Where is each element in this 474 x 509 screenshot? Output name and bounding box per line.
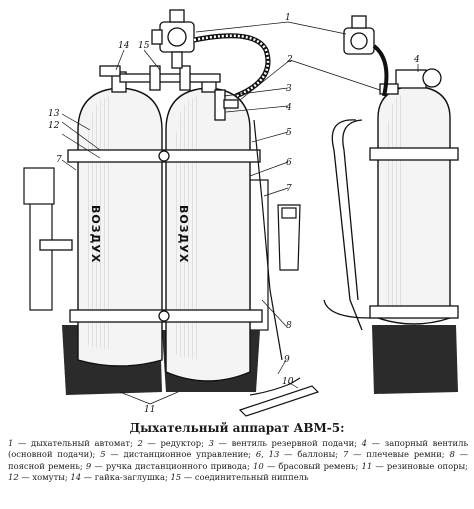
breathing-automat-left (151, 9, 195, 69)
legend-item-text: — баллоны; (279, 449, 343, 460)
legend-item-text: — резиновые опоры; (372, 460, 468, 471)
callout-8: 8 (286, 321, 292, 331)
legend-item: 8 — поясной ремень; (8, 449, 468, 470)
legend-item: 5 — дистанционное управление; (100, 449, 256, 459)
side-view-cylinder (377, 85, 451, 325)
side-view-clamps (369, 147, 459, 319)
hose-right (372, 44, 389, 97)
legend-item: 3 — вентиль резервной подачи; (209, 438, 362, 448)
legend-item: 12 — хомуты; (8, 472, 70, 482)
legend-item-number: 9 (85, 460, 92, 471)
legend-item-number: 4 (361, 438, 367, 448)
legend-item-text: — дыхательный автомат; (13, 438, 138, 448)
legend-item: 4 — запорный вентиль (основной подачи); (8, 438, 468, 459)
legend-item-text: — хомуты; (18, 472, 71, 483)
cylinder-6-right: ВОЗДУХ (165, 87, 251, 382)
legend-item-number: 3 (208, 438, 214, 448)
callout-11: 11 (144, 405, 155, 415)
legend-item-text: — ручка дистанционного привода; (91, 460, 253, 471)
callout-5: 5 (286, 128, 292, 138)
callout-13: 13 (48, 109, 60, 119)
legend-item-number: 15 (170, 472, 182, 483)
callout-3: 3 (286, 84, 292, 94)
callout-12: 12 (48, 121, 60, 131)
figure-title: Дыхательный аппарат АВМ-5: (129, 421, 345, 435)
legend-item: 11 — резиновые опоры; (362, 461, 468, 471)
tank-label-right: ВОЗДУХ (177, 205, 190, 263)
callout-7-left: 7 (56, 155, 62, 165)
legend-item: 2 — редуктор; (137, 438, 208, 448)
callout-14: 14 (118, 41, 130, 51)
side-view-valves (379, 68, 442, 95)
legend-item-text: — дистанционное управление; (105, 449, 256, 460)
legend-item-text: — запорный вентиль (основной подачи); (8, 438, 469, 460)
legend-item-number: 2 (137, 438, 143, 448)
tank-label-left: ВОЗДУХ (89, 205, 102, 263)
legend-item-number: 7 (342, 449, 349, 460)
callout-7: 7 (286, 184, 292, 194)
legend-item-text: — брасовый ремень; (263, 460, 362, 471)
legend-item: 14 — гайка-заглушка; (70, 472, 170, 482)
legend-item-number: 11 (361, 460, 373, 471)
legend-item-text: — плечевые ремни; (348, 449, 450, 460)
legend-item-text: — поясной ремень; (8, 449, 469, 471)
callout-1: 1 (285, 13, 291, 23)
valve-manifold (99, 65, 239, 121)
legend-item-number: 14 (70, 472, 82, 483)
breathing-apparatus-diagram: ВОЗДУХ ВОЗДУХ (23, 9, 459, 417)
callout-9: 9 (284, 355, 290, 365)
callout-15: 15 (138, 41, 150, 51)
callout-2: 2 (286, 55, 293, 65)
callout-4-side: 4 (413, 55, 420, 65)
figure-legend: 1 — дыхательный автомат; 2 — редуктор; 3… (8, 438, 468, 484)
callout-4: 4 (285, 103, 292, 113)
clamps (39, 149, 263, 323)
side-view-frame (323, 119, 371, 331)
legend-item-text: — вентиль резервной подачи; (213, 438, 362, 448)
legend-item-number: 10 (252, 460, 264, 471)
legend-item-text: — редуктор; (142, 438, 209, 448)
leader-lines (61, 21, 419, 405)
legend-item-text: — гайка-заглушка; (81, 472, 171, 483)
legend-item-number: 1 (8, 438, 14, 448)
cylinder-13-left: ВОЗДУХ (77, 87, 163, 367)
callout-6: 6 (286, 158, 292, 168)
remote-cable (238, 119, 320, 417)
legend-item-number: 12 (8, 472, 19, 483)
legend-item: 7 — плечевые ремни; (343, 449, 450, 459)
legend-item: 10 — брасовый ремень; (253, 461, 362, 471)
breathing-automat-right (343, 15, 375, 55)
legend-item-number: 8 (449, 449, 455, 460)
legend-item: 6, 13 — баллоны; (256, 449, 343, 459)
legend-item: 1 — дыхательный автомат; (8, 438, 137, 448)
legend-item-text: — соединительный ниппель (181, 472, 309, 483)
legend-item: 9 — ручка дистанционного привода; (86, 461, 253, 471)
side-view-support (372, 325, 458, 394)
callout-10: 10 (282, 377, 294, 387)
legend-item: 15 — соединительный ниппель (170, 472, 308, 482)
legend-item-number: 6, 13 (255, 449, 280, 460)
legend-item-number: 5 (100, 449, 106, 460)
hose-left-ribs (193, 34, 270, 98)
